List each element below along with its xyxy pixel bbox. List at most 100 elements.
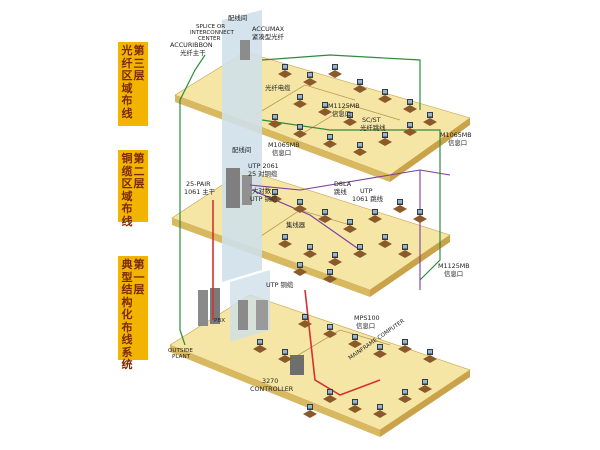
workstation-icon [328, 64, 342, 78]
label-sc-st-2: 光纤跳线 [360, 123, 386, 132]
label-utp1061-2: 1061 跳线 [352, 194, 384, 203]
workstation-icon [353, 244, 367, 258]
side-char: 统 [121, 358, 133, 371]
label-patch-mid: 配线间 [232, 145, 251, 154]
label-outside-2: PLANT [172, 354, 191, 360]
workstation-icon [353, 142, 367, 156]
label-m1125-b2: 信息口 [444, 269, 463, 278]
label-mps100-2: 信息口 [356, 321, 375, 330]
label-m1125-a2: 信息口 [332, 109, 351, 118]
side-char: 层 [133, 177, 145, 190]
side-text-floor2-col2: 第二层 [133, 152, 145, 222]
side-char: 布 [121, 202, 133, 215]
label-accumax-1: ACCUMAX [252, 25, 285, 33]
label-splice-1: SPLICE OR [196, 24, 225, 30]
workstation-icon [318, 209, 332, 223]
label-mps100-1: MPS100 [354, 314, 380, 322]
workstation-icon [373, 344, 387, 358]
workstation-icon [278, 64, 292, 78]
floor-3 [174, 51, 471, 182]
workstation-icon [293, 199, 307, 213]
side-char: 区 [121, 69, 133, 82]
label-pbx: PBX [214, 318, 225, 324]
side-text-floor3-col1: 光纤区域布线 [121, 44, 133, 126]
side-char: 布 [121, 320, 133, 334]
workstation-icon [353, 79, 367, 93]
side-block-floor3: 光纤区域布线 第三层 [118, 42, 148, 126]
workstation-icon [418, 379, 432, 393]
side-block-floor2: 铜缆区域布线 第二层 [118, 150, 148, 227]
workstation-icon [423, 112, 437, 126]
label-big-utp-1: 大对数 [252, 186, 272, 195]
side-char: 光 [121, 44, 133, 57]
side-char: 域 [121, 81, 133, 95]
label-d8la-2: 跳线 [334, 187, 347, 196]
workstation-icon [398, 389, 412, 403]
label-accumax-2: 紧凑型光纤 [252, 32, 285, 41]
workstation-icon [423, 349, 437, 363]
workstation-icon [323, 324, 337, 338]
label-utp1061-1: UTP [360, 187, 373, 195]
side-char: 铜 [121, 152, 133, 165]
side-char: 第 [133, 152, 145, 165]
workstation-icon [253, 339, 267, 353]
label-accuribbon-1: ACCURIBBON [170, 41, 213, 49]
workstation-icon [323, 389, 337, 403]
label-pair25-2: 1061 主干 [184, 187, 216, 196]
side-char: 区 [121, 177, 133, 190]
label-patch-top: 配线间 [228, 13, 247, 22]
workstation-icon [378, 89, 392, 103]
side-block-floor1: 典型结构化布线系统 第一层 [118, 256, 148, 371]
label-m1065-b2: 信息口 [272, 148, 291, 157]
side-char: 纤 [121, 56, 133, 70]
workstation-icon [368, 209, 382, 223]
workstation-icon [323, 134, 337, 148]
label-concentrator: 集线器 [286, 220, 306, 229]
workstation-icon [343, 219, 357, 233]
workstation-icon [303, 404, 317, 418]
side-text-floor3-col2: 第三层 [133, 44, 145, 126]
label-pair25-1: 25-PAIR [186, 180, 211, 188]
side-char: 系 [121, 345, 133, 359]
side-char: 典 [121, 258, 133, 271]
side-char: 层 [133, 283, 145, 296]
workstation-icon [278, 234, 292, 248]
side-text-floor1-col1: 典型结构化布线系统 [121, 258, 133, 370]
label-m1065-a2: 信息口 [448, 138, 467, 147]
label-d8la-1: D8LA [334, 180, 352, 188]
label-splice-3: CENTER [198, 36, 221, 42]
side-char: 线 [121, 214, 133, 228]
label-controller-2: CONTROLLER [250, 385, 294, 393]
workstation-icon [348, 399, 362, 413]
workstation-icon [328, 252, 342, 266]
workstation-icon [398, 339, 412, 353]
workstation-icon [378, 234, 392, 248]
label-m1065-a1: M1065MB [440, 131, 472, 139]
workstation-icon [278, 349, 292, 363]
equipment-racks [198, 40, 304, 375]
workstation-icon [318, 102, 332, 116]
workstation-icon [393, 199, 407, 213]
side-char: 域 [121, 189, 133, 203]
label-sc-st-1: SC/ST [362, 116, 381, 124]
workstation-icon [293, 124, 307, 138]
label-fiber-cable: 光纤电缆 [265, 83, 291, 92]
workstation-icon [268, 114, 282, 128]
workstation-icon [378, 132, 392, 146]
side-text-floor1-col2: 第一层 [133, 258, 145, 360]
workstation-icon [373, 404, 387, 418]
side-char: 线 [121, 333, 133, 346]
side-char: 型 [121, 270, 133, 284]
workstation-icon [403, 122, 417, 136]
label-m1125-b1: M1125MB [438, 262, 470, 270]
workstation-icon [298, 314, 312, 328]
label-m1125-a1: M1125MB [328, 102, 360, 110]
side-char: 布 [121, 94, 133, 107]
workstation-icon [303, 72, 317, 86]
side-char: 二 [133, 164, 145, 178]
workstation-icon [303, 244, 317, 258]
workstation-icon [323, 269, 337, 283]
side-char: 三 [133, 56, 145, 70]
label-outside-1: OUTSIDE [168, 348, 193, 354]
